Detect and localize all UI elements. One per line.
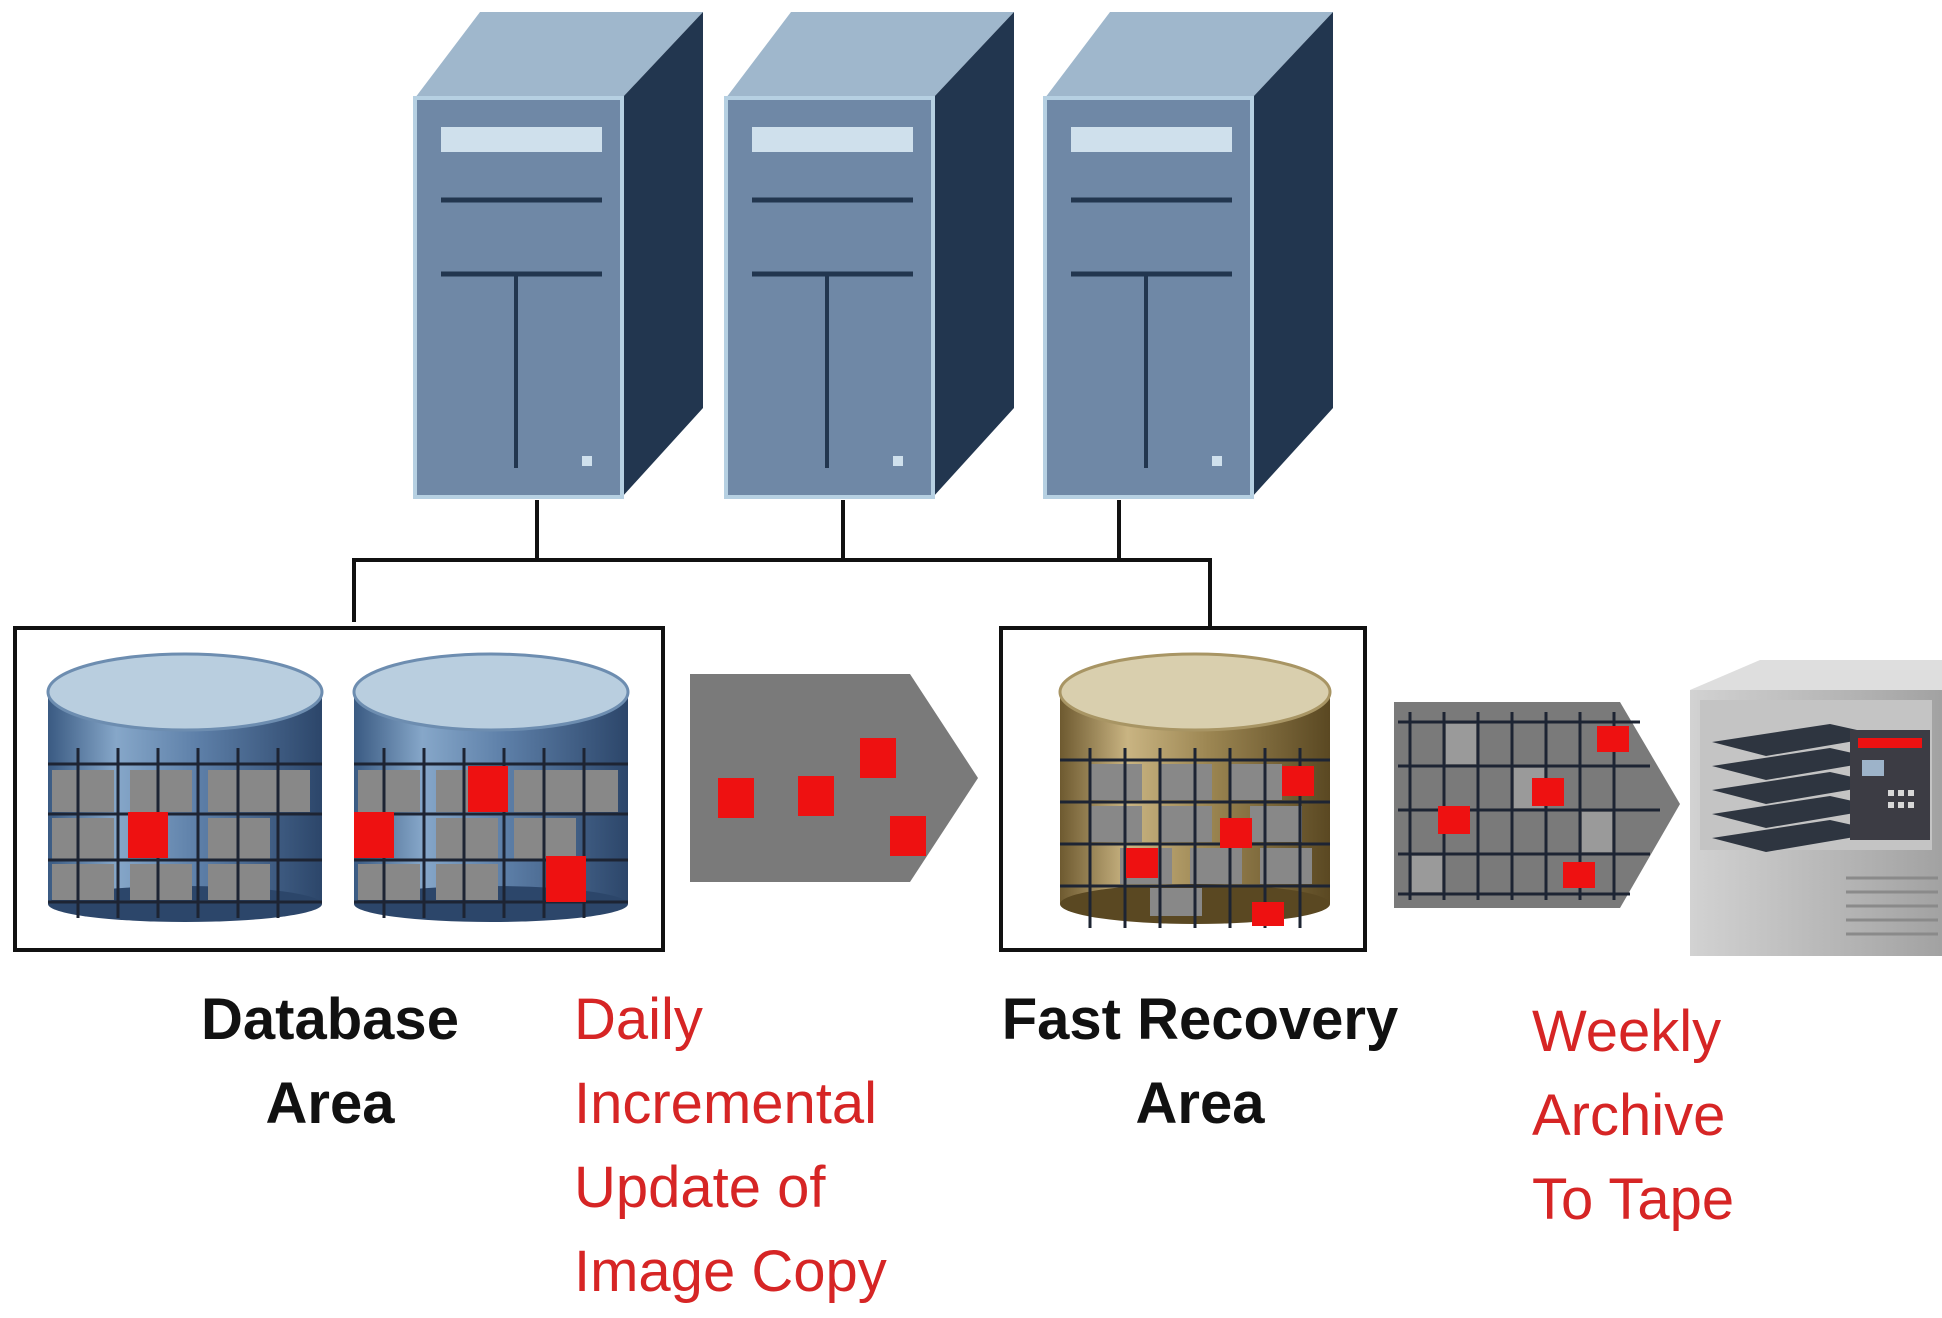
daily-step-label-line-1: Daily — [574, 987, 703, 1052]
daily-step-label-line-3: Update of — [574, 1155, 826, 1220]
daily-step-label: Daily Incremental Update of Image Copy — [574, 978, 974, 1314]
fast-recovery-area-label-line-2: Area — [1135, 1071, 1265, 1136]
database-area-label-line-2: Area — [265, 1071, 395, 1136]
tape-library-icon — [1690, 660, 1942, 956]
weekly-step-label-line-3: To Tape — [1532, 1167, 1735, 1232]
weekly-step-label-line-2: Archive — [1532, 1083, 1726, 1148]
database-area-label-line-1: Database — [201, 987, 459, 1052]
database-disk-icon-2 — [352, 652, 630, 922]
fast-recovery-disk-icon — [1058, 652, 1332, 928]
daily-update-arrow — [690, 674, 978, 882]
server-icon-1 — [413, 12, 703, 499]
database-disk-icon-1 — [46, 652, 324, 922]
daily-step-label-line-4: Image Copy — [574, 1239, 887, 1304]
daily-step-label-line-2: Incremental — [574, 1071, 878, 1136]
weekly-step-label: Weekly Archive To Tape — [1532, 990, 1862, 1242]
network-connectors — [352, 500, 1212, 628]
fast-recovery-area-label-line-1: Fast Recovery — [1001, 987, 1399, 1052]
database-area-label: Database Area — [135, 978, 525, 1146]
fast-recovery-area-label: Fast Recovery Area — [930, 978, 1470, 1146]
weekly-step-label-line-1: Weekly — [1532, 999, 1722, 1064]
weekly-archive-arrow — [1394, 702, 1680, 908]
server-icon-2 — [724, 12, 1014, 499]
server-icon-3 — [1043, 12, 1333, 499]
